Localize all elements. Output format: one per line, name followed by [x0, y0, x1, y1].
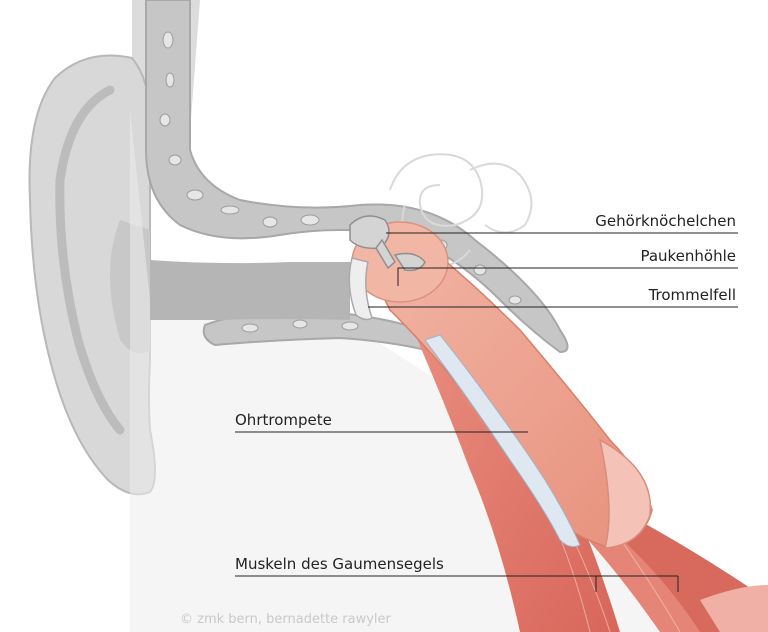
label-ossicles: Gehörknöchelchen: [595, 212, 736, 230]
label-eustachian-tube: Ohrtrompete: [235, 411, 332, 429]
ear-canal: [150, 260, 350, 320]
copyright-credit: © zmk bern, bernadette rawyler: [180, 612, 391, 627]
label-tympanic-cavity: Paukenhöhle: [640, 247, 736, 265]
label-eardrum: Trommelfell: [649, 286, 736, 304]
label-palate-muscles: Muskeln des Gaumensegels: [235, 555, 444, 573]
